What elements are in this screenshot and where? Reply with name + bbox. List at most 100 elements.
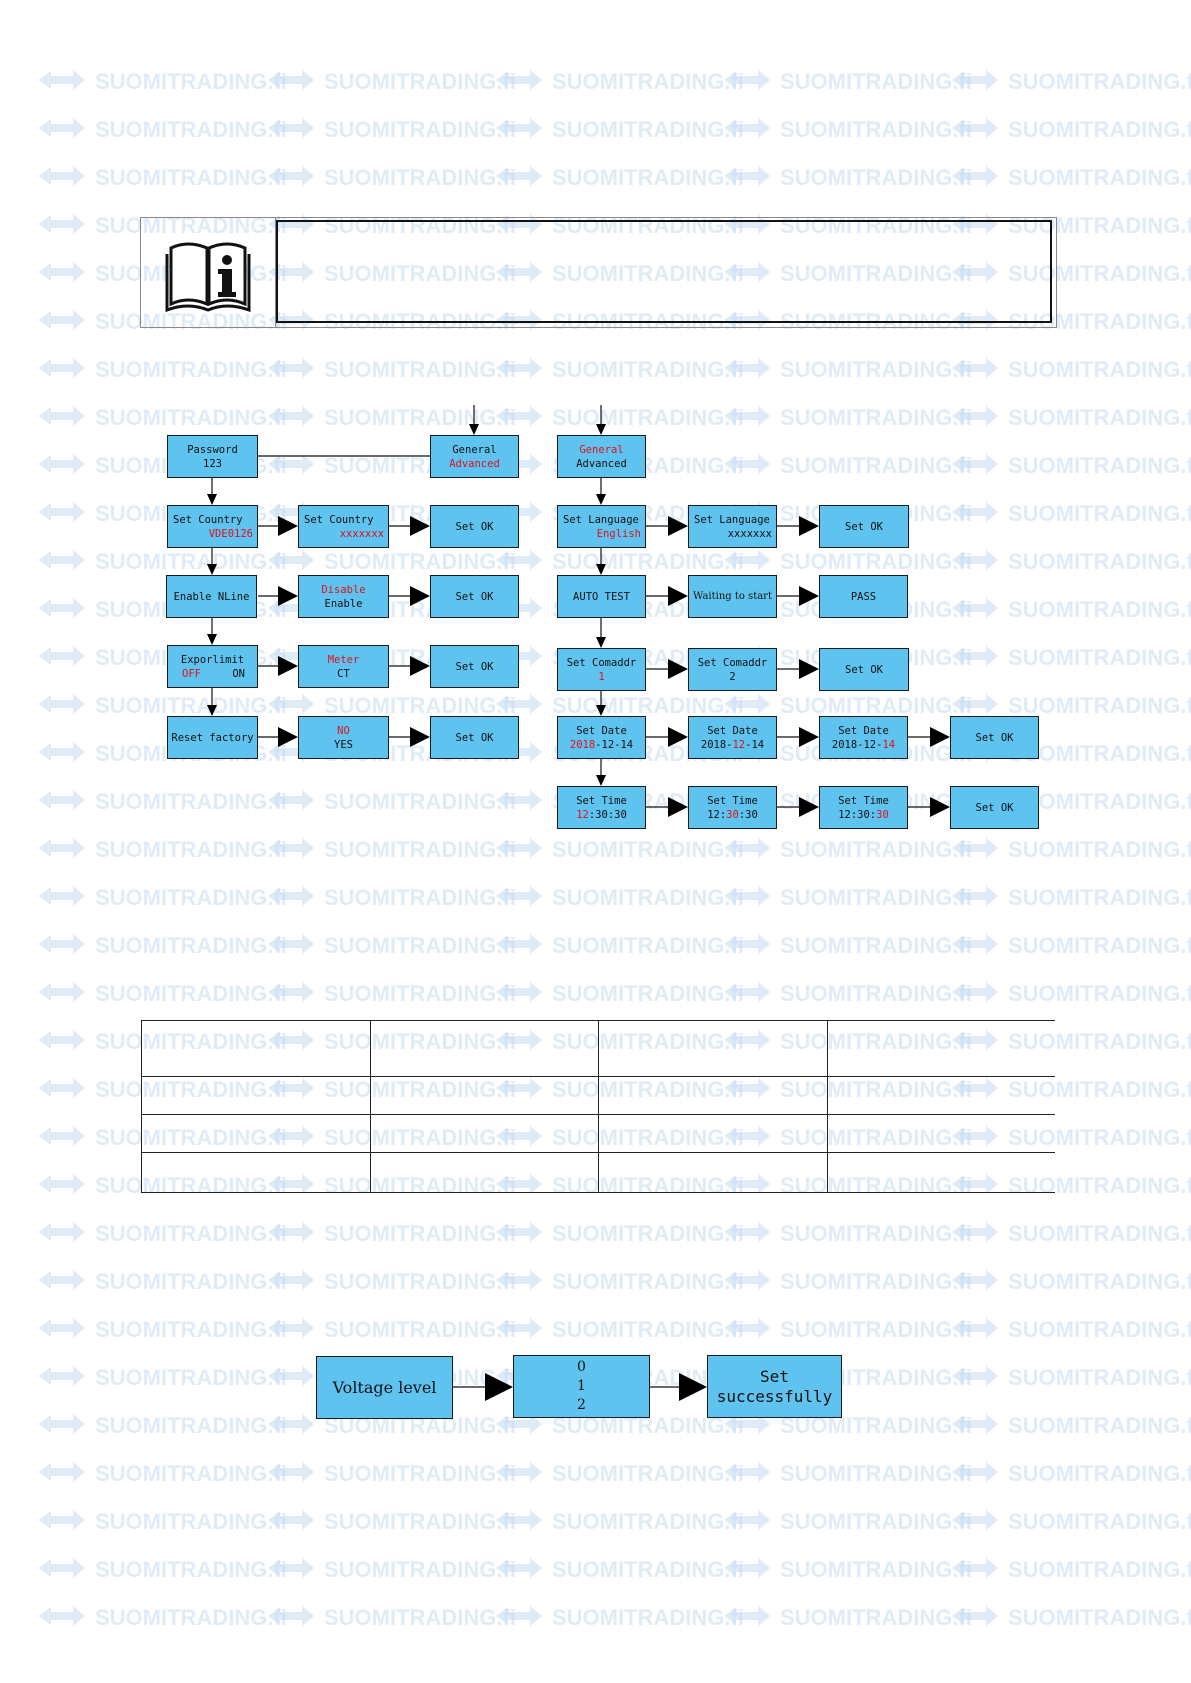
svg-text:SUOMITRADING.fi: SUOMITRADING.fi bbox=[1008, 117, 1191, 142]
arrow-down-icon bbox=[207, 634, 217, 645]
table-cell bbox=[369, 1076, 599, 1115]
notice-text-area bbox=[276, 220, 1052, 323]
set-date-box-year[interactable]: Set Date 2018-12-14 bbox=[557, 716, 646, 759]
set-ok-box-date[interactable]: Set OK bbox=[950, 716, 1039, 759]
watermark-tile: SUOMITRADING.fi bbox=[268, 837, 516, 862]
enable-label: Enable bbox=[324, 597, 363, 610]
svg-text:SUOMITRADING.fi: SUOMITRADING.fi bbox=[552, 69, 744, 94]
auto-test-box[interactable]: AUTO TEST bbox=[557, 575, 646, 618]
set-comaddr-box-2[interactable]: Set Comaddr 2 bbox=[688, 648, 777, 691]
set-ok-box-comaddr[interactable]: Set OK bbox=[819, 648, 909, 691]
svg-text:SUOMITRADING.fi: SUOMITRADING.fi bbox=[324, 1605, 516, 1630]
set-ok-box-export[interactable]: Set OK bbox=[430, 645, 519, 688]
svg-text:SUOMITRADING.fi: SUOMITRADING.fi bbox=[95, 1317, 287, 1342]
svg-text:SUOMITRADING.fi: SUOMITRADING.fi bbox=[780, 69, 972, 94]
general-advanced-box-left[interactable]: General Advanced bbox=[430, 435, 519, 478]
watermark-tile: SUOMITRADING.fi bbox=[952, 597, 1191, 622]
voltage-level-box[interactable]: Voltage level bbox=[316, 1356, 453, 1419]
arrow-right-icon bbox=[799, 516, 819, 536]
svg-text:SUOMITRADING.fi: SUOMITRADING.fi bbox=[552, 405, 744, 430]
set-ok-box-language[interactable]: Set OK bbox=[819, 505, 909, 548]
set-country-box-2[interactable]: Set Country xxxxxxx bbox=[298, 505, 389, 548]
set-ok-box-nline[interactable]: Set OK bbox=[430, 575, 519, 618]
set-ok-box-time[interactable]: Set OK bbox=[950, 786, 1039, 829]
set-language-value-2: xxxxxxx bbox=[727, 527, 772, 540]
arrow-right-icon bbox=[799, 659, 819, 679]
exportlimit-box[interactable]: Exporlimit OFF ON bbox=[167, 645, 258, 688]
watermark-tile: SUOMITRADING.fi bbox=[496, 933, 744, 958]
enable-nline-box[interactable]: Enable NLine bbox=[166, 575, 257, 618]
watermark-tile: SUOMITRADING.fi bbox=[952, 837, 1191, 862]
set-time-pre: 12: bbox=[707, 808, 727, 821]
set-language-box[interactable]: Set Language English bbox=[557, 505, 646, 548]
svg-text:SUOMITRADING.fi: SUOMITRADING.fi bbox=[1008, 885, 1191, 910]
svg-text:SUOMITRADING.fi: SUOMITRADING.fi bbox=[552, 837, 744, 862]
set-successfully-box[interactable]: Set successfully bbox=[707, 1355, 842, 1418]
password-value: 123 bbox=[203, 457, 222, 470]
watermark-tile: SUOMITRADING.fi bbox=[39, 1557, 287, 1582]
set-country-label: Set Country bbox=[173, 513, 243, 526]
set-comaddr-box[interactable]: Set Comaddr 1 bbox=[557, 648, 646, 691]
svg-text:SUOMITRADING.fi: SUOMITRADING.fi bbox=[95, 1221, 287, 1246]
svg-text:SUOMITRADING.fi: SUOMITRADING.fi bbox=[1008, 1269, 1191, 1294]
svg-text:SUOMITRADING.fi: SUOMITRADING.fi bbox=[95, 1509, 287, 1534]
svg-text:SUOMITRADING.fi: SUOMITRADING.fi bbox=[780, 453, 972, 478]
auto-test-label: AUTO TEST bbox=[573, 590, 630, 603]
svg-text:SUOMITRADING.fi: SUOMITRADING.fi bbox=[95, 1605, 287, 1630]
watermark-tile: SUOMITRADING.fi bbox=[268, 1557, 516, 1582]
set-country-value-2: xxxxxxx bbox=[339, 527, 384, 540]
arrow-right-icon bbox=[278, 516, 298, 536]
svg-text:SUOMITRADING.fi: SUOMITRADING.fi bbox=[324, 789, 516, 814]
set-country-box[interactable]: Set Country VDE0126 bbox=[167, 505, 258, 548]
set-time-box-hour[interactable]: Set Time 12:30:30 bbox=[557, 786, 646, 829]
watermark-tile: SUOMITRADING.fi bbox=[952, 1605, 1191, 1630]
svg-text:SUOMITRADING.fi: SUOMITRADING.fi bbox=[780, 1221, 972, 1246]
svg-text:SUOMITRADING.fi: SUOMITRADING.fi bbox=[1008, 933, 1191, 958]
meter-ct-box[interactable]: Meter CT bbox=[298, 645, 389, 688]
arrow-right-icon bbox=[668, 797, 688, 817]
general-advanced-box-right[interactable]: General Advanced bbox=[557, 435, 646, 478]
password-label: Password bbox=[187, 443, 238, 456]
svg-text:SUOMITRADING.fi: SUOMITRADING.fi bbox=[780, 357, 972, 382]
arrow-right-icon bbox=[799, 727, 819, 747]
set-time-post: :30 bbox=[738, 808, 758, 821]
svg-text:SUOMITRADING.fi: SUOMITRADING.fi bbox=[552, 1221, 744, 1246]
table-cell bbox=[597, 1152, 828, 1193]
arrow-right-icon bbox=[679, 1373, 707, 1401]
svg-text:SUOMITRADING.fi: SUOMITRADING.fi bbox=[1008, 453, 1191, 478]
pass-box[interactable]: PASS bbox=[819, 575, 908, 618]
table-row bbox=[141, 1152, 1055, 1193]
set-time-box-sec[interactable]: Set Time 12:30:30 bbox=[819, 786, 908, 829]
set-time-box-min[interactable]: Set Time 12:30:30 bbox=[688, 786, 777, 829]
svg-text:SUOMITRADING.fi: SUOMITRADING.fi bbox=[780, 1557, 972, 1582]
disable-enable-box[interactable]: Disable Enable bbox=[298, 575, 389, 618]
watermark-tile: SUOMITRADING.fi bbox=[952, 1557, 1191, 1582]
watermark-tile: SUOMITRADING.fi bbox=[496, 837, 744, 862]
arrow-right-icon bbox=[485, 1373, 513, 1401]
waiting-box[interactable]: Waiting to start bbox=[688, 575, 777, 618]
watermark-tile: SUOMITRADING.fi bbox=[39, 1461, 287, 1486]
watermark-tile: SUOMITRADING.fi bbox=[724, 453, 972, 478]
watermark-tile: SUOMITRADING.fi bbox=[39, 837, 287, 862]
password-box[interactable]: Password 123 bbox=[167, 435, 258, 478]
svg-text:SUOMITRADING.fi: SUOMITRADING.fi bbox=[780, 1509, 972, 1534]
no-yes-box[interactable]: NO YES bbox=[298, 716, 389, 759]
set-time-hour: 12 bbox=[576, 808, 589, 821]
notice-box bbox=[140, 217, 1057, 328]
set-date-box-day[interactable]: Set Date 2018-12-14 bbox=[819, 716, 908, 759]
table-cell bbox=[369, 1114, 599, 1153]
set-language-box-2[interactable]: Set Language xxxxxxx bbox=[688, 505, 777, 548]
set-date-box-month[interactable]: Set Date 2018-12-14 bbox=[688, 716, 777, 759]
table-cell bbox=[826, 1076, 1055, 1115]
svg-text:SUOMITRADING.fi: SUOMITRADING.fi bbox=[95, 1413, 287, 1438]
set-ok-box-reset[interactable]: Set OK bbox=[430, 716, 519, 759]
reset-factory-box[interactable]: Reset factory bbox=[167, 716, 258, 759]
set-ok-box-country[interactable]: Set OK bbox=[430, 505, 519, 548]
svg-text:SUOMITRADING.fi: SUOMITRADING.fi bbox=[95, 1269, 287, 1294]
voltage-options-box[interactable]: 0 1 2 bbox=[513, 1355, 650, 1418]
watermark-tile: SUOMITRADING.fi bbox=[39, 981, 287, 1006]
watermark-tile: SUOMITRADING.fi bbox=[952, 693, 1191, 718]
set-time-label: Set Time bbox=[707, 794, 758, 807]
svg-text:SUOMITRADING.fi: SUOMITRADING.fi bbox=[95, 885, 287, 910]
watermark-tile: SUOMITRADING.fi bbox=[952, 1413, 1191, 1438]
